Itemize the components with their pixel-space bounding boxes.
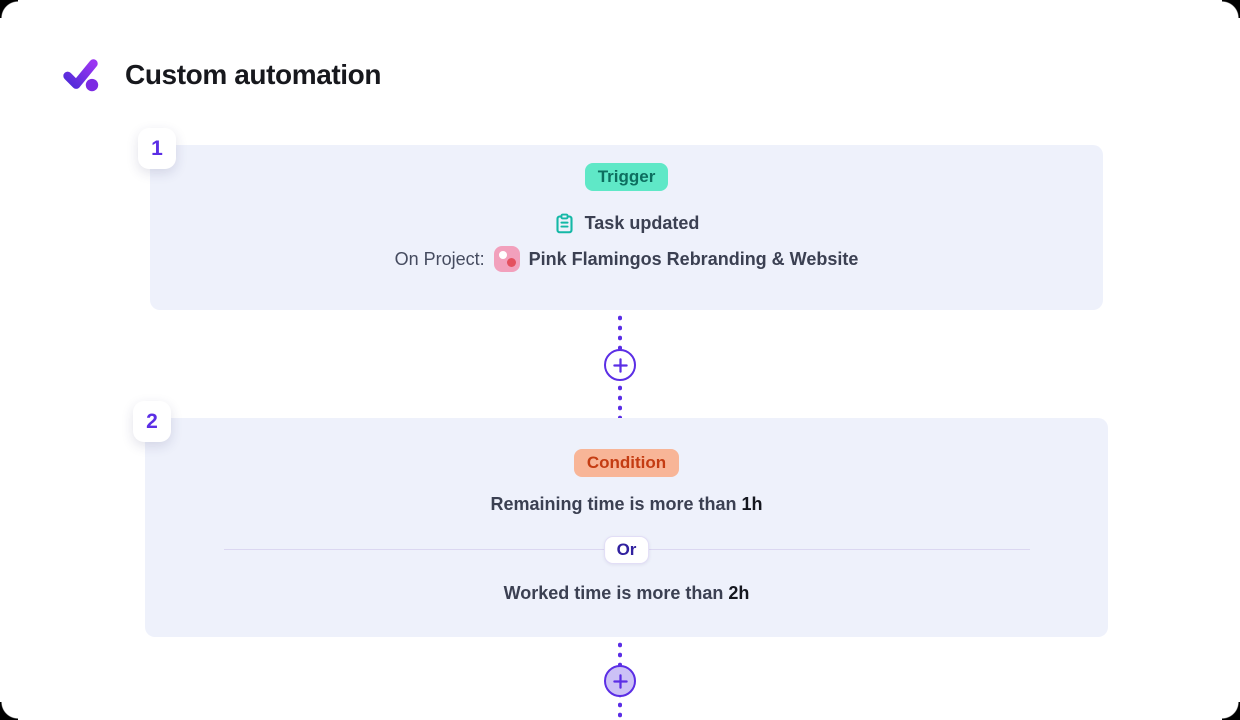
- screen-corner-top-right: [1222, 0, 1240, 18]
- plus-icon: [612, 673, 628, 689]
- screen-corner-bottom-left: [0, 702, 18, 720]
- step-number-badge: 1: [138, 128, 176, 169]
- app-logo-checkmark-icon: [63, 59, 99, 92]
- condition-text: Worked time is more than: [503, 583, 724, 603]
- clipboard-icon: [556, 213, 573, 234]
- project-avatar-icon: [493, 246, 520, 272]
- page-header: Custom automation: [60, 55, 381, 95]
- step-card-trigger[interactable]: 1 Trigger Task updated On Project: Pink …: [138, 128, 1103, 310]
- trigger-event-row: Task updated: [554, 213, 700, 234]
- step-number-badge: 2: [133, 401, 171, 442]
- add-step-button[interactable]: [604, 665, 636, 697]
- condition-value: 2h: [728, 583, 750, 603]
- page-title: Custom automation: [125, 59, 382, 90]
- condition-type-badge: Condition: [573, 449, 680, 477]
- or-operator-pill[interactable]: Or: [603, 535, 650, 564]
- screen-corner-top-left: [0, 0, 18, 18]
- trigger-project-row: On Project: Pink Flamingos Rebranding & …: [394, 246, 859, 272]
- trigger-event-label: Task updated: [584, 213, 700, 233]
- project-prefix-label: On Project:: [394, 248, 485, 269]
- add-step-button[interactable]: [604, 349, 636, 381]
- condition-text: Remaining time is more than: [490, 494, 737, 514]
- trigger-type-badge: Trigger: [584, 163, 669, 191]
- or-divider: Or: [223, 535, 1030, 564]
- condition-value: 1h: [741, 494, 763, 514]
- project-name-label: Pink Flamingos Rebranding & Website: [528, 248, 859, 269]
- plus-icon: [612, 357, 628, 373]
- screen-corner-bottom-right: [1222, 702, 1240, 720]
